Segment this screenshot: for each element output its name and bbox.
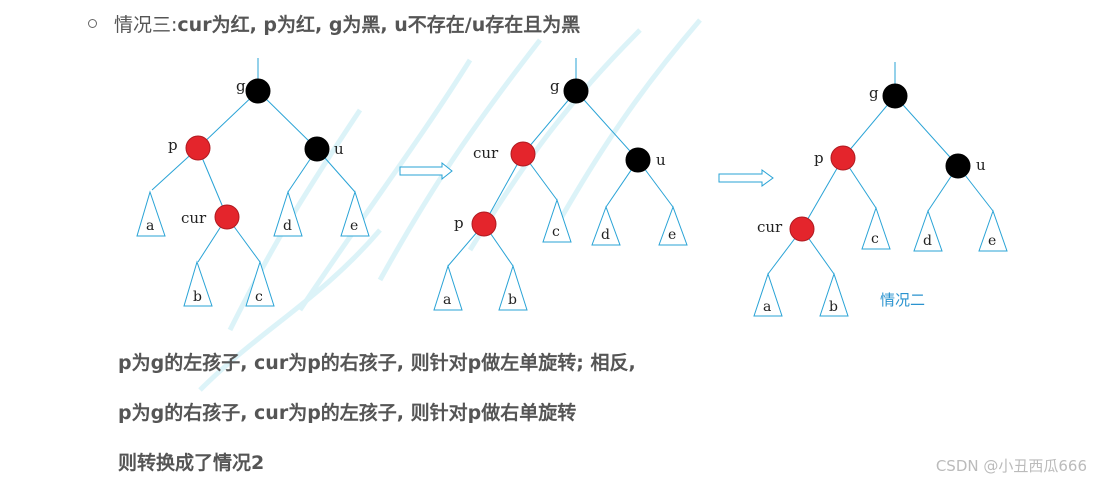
tree-2: g cur u p a b c d e <box>433 58 688 311</box>
edge-p-cur-3 <box>801 157 844 230</box>
leaf-label-c-1: c <box>255 289 263 305</box>
label-u-2: u <box>656 151 666 169</box>
case-heading: 情况三: cur为红, p为红, g为黑, u不存在/u存在且为黑 <box>88 8 580 38</box>
leaf-label-c-2: c <box>552 224 560 240</box>
edge-g-u-1 <box>257 90 318 150</box>
leaf-triangle-e-3 <box>978 209 1008 252</box>
leaf-label-a-1: a <box>146 218 154 234</box>
leaf-label-b-2: b <box>508 292 517 308</box>
leaf-triangle-d-2 <box>591 205 621 246</box>
leaf-triangle-b-3 <box>819 272 849 317</box>
right-arrow-icon-2 <box>718 169 774 187</box>
leaf-triangle-a-3 <box>753 272 783 317</box>
label-g-2: g <box>550 77 560 95</box>
leaf-triangle-d-1 <box>273 190 303 237</box>
leaf-triangle-d-3 <box>913 209 943 252</box>
leaf-label-a-2: a <box>443 292 451 308</box>
edge-g-u-3 <box>894 95 959 167</box>
node-g-3 <box>882 83 908 109</box>
label-cur-3: cur <box>757 218 783 236</box>
case-two-label: 情况二 <box>880 291 925 309</box>
node-u-3 <box>945 153 971 179</box>
edge-g-cur-2 <box>522 90 577 155</box>
diagonal-watermark <box>198 18 702 392</box>
node-cur-3 <box>789 216 815 242</box>
label-cur-1: cur <box>181 209 207 227</box>
explanation-line-1: p为g的左孩子, cur为p的右孩子, 则针对p做左单旋转; 相反, <box>118 352 636 374</box>
label-p-2: p <box>454 214 464 232</box>
leaf-triangle-c-2 <box>542 198 572 243</box>
label-g-3: g <box>869 84 879 102</box>
leaf-label-d-1: d <box>283 218 292 234</box>
node-g-2 <box>563 78 589 104</box>
leaf-label-e-3: e <box>988 233 996 249</box>
edge-cur-p-2 <box>483 153 524 225</box>
node-p-3 <box>830 145 856 171</box>
leaf-triangle-e-1 <box>340 190 370 237</box>
node-u-2 <box>625 147 651 173</box>
label-g-1: g <box>236 77 246 95</box>
node-cur-1 <box>214 204 240 230</box>
label-p-3: p <box>814 149 824 167</box>
leaf-triangle-b-2 <box>498 264 528 311</box>
leaf-triangle-b-1 <box>183 260 213 307</box>
tree-1: g p u cur a b c d e <box>136 58 370 307</box>
leaf-label-e-1: e <box>350 218 358 234</box>
leaf-triangle-e-2 <box>658 205 688 246</box>
leaf-triangle-a-2 <box>433 264 463 311</box>
edge-g-p-1 <box>197 90 259 149</box>
leaf-label-b-1: b <box>193 289 202 305</box>
node-p-2 <box>471 211 497 237</box>
bullet-icon <box>88 18 97 28</box>
label-u-1: u <box>334 140 344 158</box>
right-arrow-icon <box>399 161 453 181</box>
node-u-1 <box>304 136 330 162</box>
label-p-1: p <box>168 136 178 154</box>
label-cur-2: cur <box>473 144 499 162</box>
node-cur-2 <box>510 141 536 167</box>
csdn-watermark: CSDN @小丑西瓜666 <box>935 457 1087 475</box>
heading-title: cur为红, p为红, g为黑, u不存在/u存在且为黑 <box>177 13 581 36</box>
node-p-1 <box>185 135 211 161</box>
leaf-triangle-c-3 <box>861 206 891 250</box>
leaf-label-d-2: d <box>601 227 610 243</box>
explanation-line-3: 则转换成了情况2 <box>118 452 265 474</box>
leaf-triangle-a-1 <box>136 190 166 237</box>
heading-prefix: 情况三: <box>114 13 178 36</box>
explanation-line-2: p为g的右孩子, cur为p的左孩子, 则针对p做右单旋转 <box>118 402 577 424</box>
tree-3: g p u cur a b c d e 情况二 <box>753 62 1008 317</box>
label-u-3: u <box>976 156 986 174</box>
node-g-1 <box>245 78 271 104</box>
edge-g-p-3 <box>842 95 896 159</box>
leaf-triangle-c-1 <box>245 260 275 307</box>
leaf-label-e-2: e <box>668 227 676 243</box>
leaf-label-d-3: d <box>923 233 932 249</box>
leaf-label-c-3: c <box>871 231 879 247</box>
leaf-label-a-3: a <box>763 299 771 315</box>
leaf-label-b-3: b <box>829 299 838 315</box>
edge-g-u-2 <box>575 90 639 161</box>
